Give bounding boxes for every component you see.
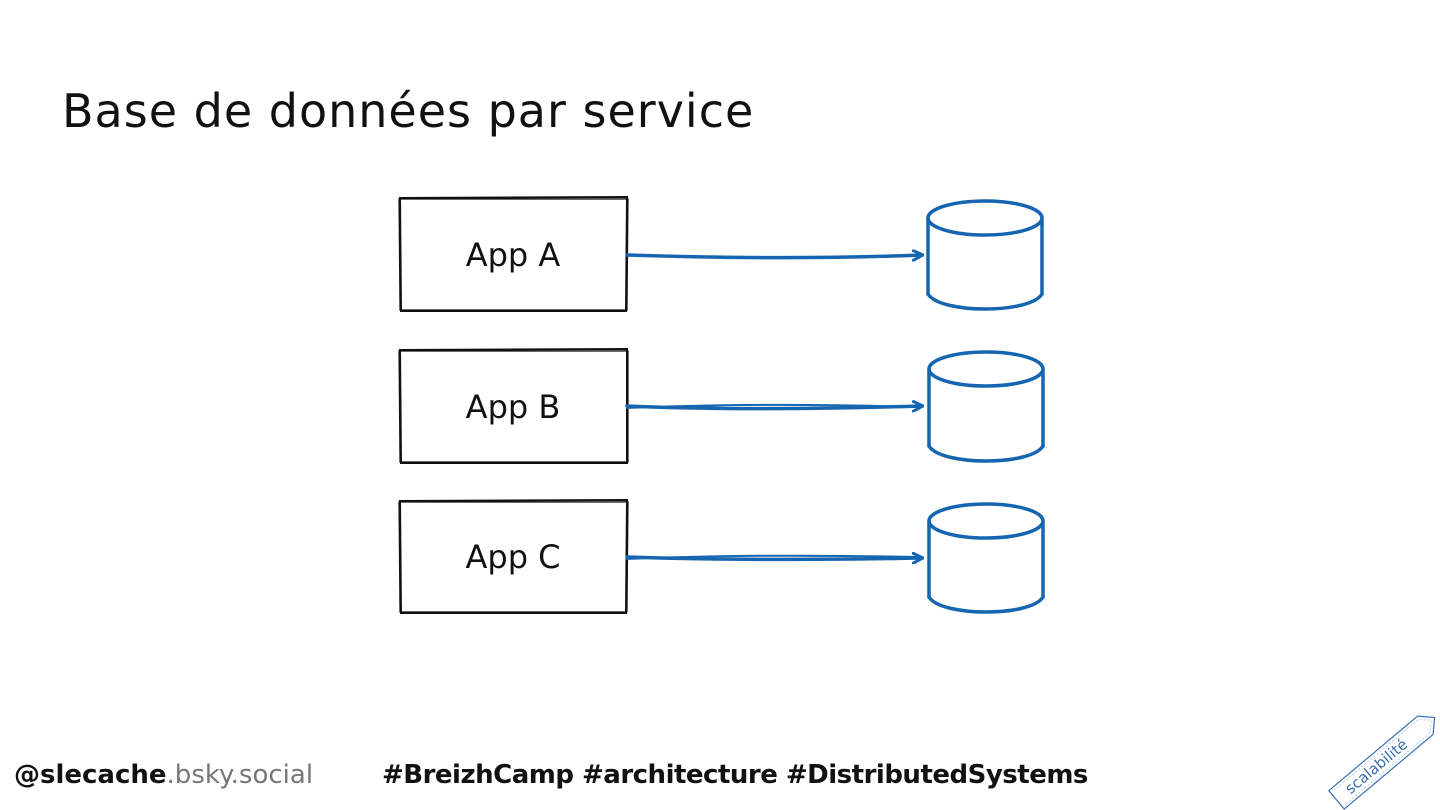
footer-hashtags: #BreizhCamp #architecture #DistributedSy…: [382, 760, 1088, 790]
handle-name: @slecache: [14, 760, 167, 790]
app-label-b: App B: [466, 388, 561, 426]
app-label-a: App A: [466, 236, 561, 274]
app-row-c: App C: [398, 498, 1045, 614]
app-row-a: App A: [398, 195, 1044, 312]
arrow-c: [625, 556, 922, 560]
app-row-b: App B: [398, 347, 1045, 464]
app-box-c: App C: [398, 498, 629, 614]
database-b: [927, 350, 1045, 463]
badge-label: scalabilité: [1342, 735, 1412, 797]
app-box-a: App A: [398, 195, 629, 312]
database-c: [927, 502, 1045, 614]
footer-handle: @slecache.bsky.social: [14, 760, 313, 790]
database-a: [926, 199, 1044, 311]
arrow-a: [625, 255, 922, 258]
app-box-b: App B: [398, 347, 629, 464]
arrow-b: [625, 405, 922, 409]
app-label-c: App C: [465, 538, 560, 576]
slide-title: Base de données par service: [62, 84, 755, 138]
handle-domain: .bsky.social: [166, 760, 314, 790]
scalability-badge: scalabilité: [1327, 715, 1436, 810]
